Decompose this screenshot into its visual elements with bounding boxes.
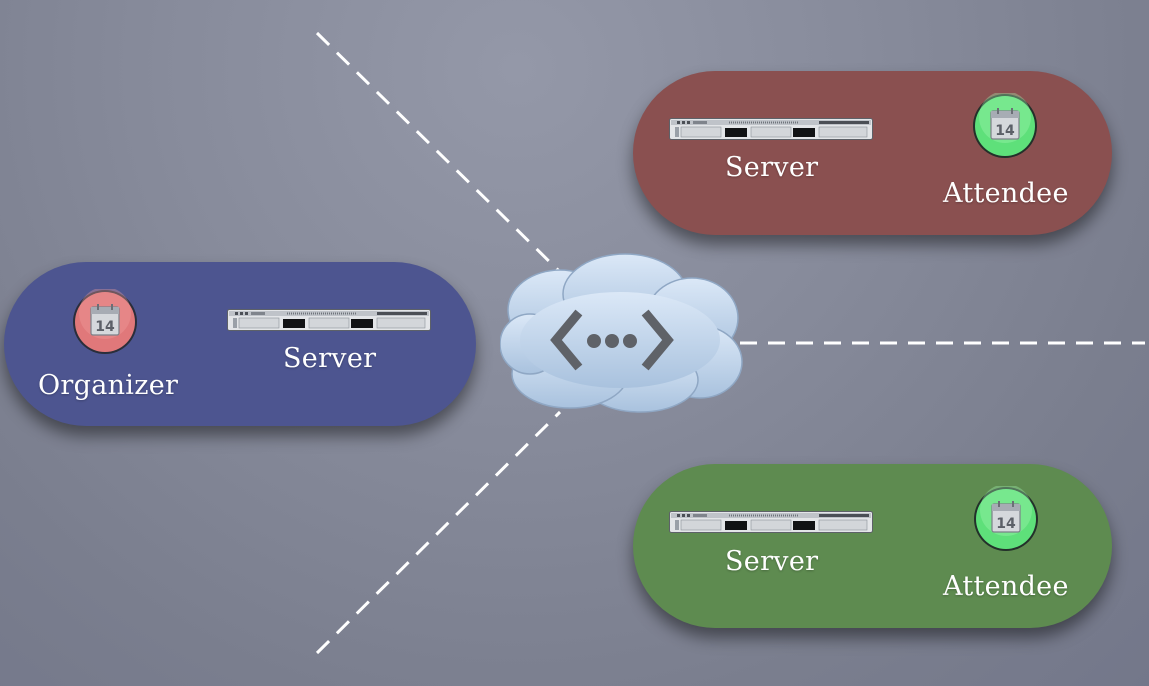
calendar-icon-organizer: 14 <box>73 289 137 354</box>
organizer-label: Organizer <box>38 370 179 401</box>
calendar-icon-attendee-top: 14 <box>973 93 1037 158</box>
calendar-day-attendee-bottom: 14 <box>996 516 1016 532</box>
attendee-top-label: Attendee <box>943 178 1069 209</box>
server-icon-organizer <box>227 309 431 331</box>
server-icon-attendee-top <box>669 118 873 140</box>
calendar-icon-attendee-bottom: 14 <box>974 486 1038 551</box>
connector-line-top-left <box>315 31 562 274</box>
attendee-top-server-label: Server <box>725 152 819 183</box>
attendee-bottom-server-label: Server <box>725 546 819 577</box>
server-icon-attendee-bottom <box>669 511 873 533</box>
network-cloud-icon <box>500 253 743 413</box>
attendee-bottom-label: Attendee <box>943 571 1069 602</box>
calendar-day-attendee-top: 14 <box>995 123 1015 139</box>
attendee-node-bottom <box>633 464 1112 628</box>
connector-line-bottom-left <box>315 410 562 655</box>
calendar-day-organizer: 14 <box>95 319 115 335</box>
attendee-node-top <box>633 71 1112 235</box>
organizer-server-label: Server <box>283 343 377 374</box>
